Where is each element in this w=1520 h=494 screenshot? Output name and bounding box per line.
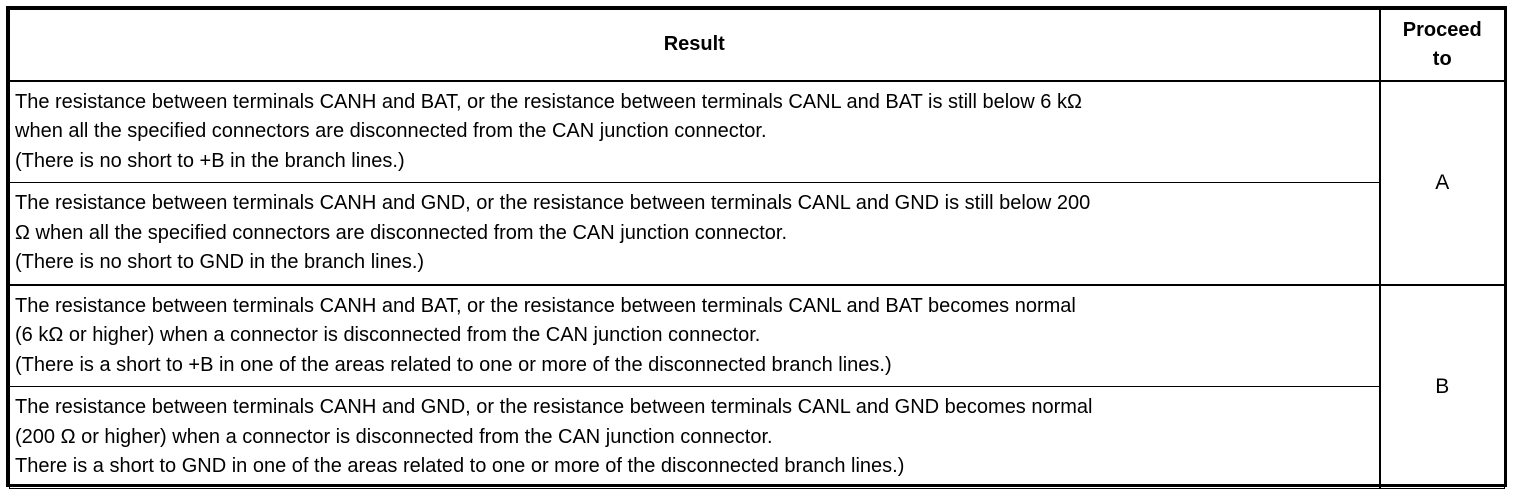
result-text-line: (6 kΩ or higher) when a connector is dis… (15, 324, 761, 346)
result-text-line: (There is a short to +B in one of the ar… (15, 353, 892, 376)
result-cell-bat-becomes-normal: The resistance between terminals CANH an… (9, 283, 1380, 387)
result-text-line: (There is no short to GND in the branch … (15, 251, 425, 273)
result-cell-gnd-becomes-normal: The resistance between terminals CANH an… (9, 386, 1380, 489)
result-text-line: The resistance between terminals CANH an… (15, 294, 1076, 317)
result-text-line: (200 Ω or higher) when a connector is di… (15, 425, 773, 448)
result-table: Result Proceed to The resistance between… (9, 9, 1505, 489)
result-text-line: There is a short to GND in one of the ar… (15, 455, 905, 478)
table-header-row: Result Proceed to (9, 9, 1505, 82)
proceed-to-column-header: Proceed to (1378, 9, 1505, 82)
table-row: The resistance between terminals CANH an… (9, 182, 1505, 285)
table-row: The resistance between terminals CANH an… (9, 80, 1505, 285)
table-row: The resistance between terminals CANH an… (9, 386, 1505, 489)
proceed-cell-b: B (1378, 283, 1505, 489)
result-text-line: The resistance between terminals CANH an… (15, 192, 1091, 214)
result-text-line: when all the specified connectors are di… (15, 120, 767, 142)
result-text-line: Ω when all the specified connectors are … (15, 221, 788, 244)
proceed-header-line-2: to (1432, 47, 1452, 70)
result-table-frame: Result Proceed to The resistance between… (6, 6, 1507, 489)
result-text-line: (There is no short to +B in the branch l… (15, 149, 405, 172)
result-cell-bat-still-below: The resistance between terminals CANH an… (9, 80, 1380, 183)
proceed-cell-a: A (1378, 80, 1505, 285)
result-text-line: The resistance between terminals CANH an… (15, 396, 1093, 419)
result-cell-gnd-still-below: The resistance between terminals CANH an… (9, 182, 1380, 285)
proceed-header-line-1: Proceed (1402, 18, 1482, 41)
result-text-line: The resistance between terminals CANH an… (15, 90, 1082, 113)
table-row: The resistance between terminals CANH an… (9, 283, 1505, 489)
result-column-header: Result (9, 9, 1380, 82)
